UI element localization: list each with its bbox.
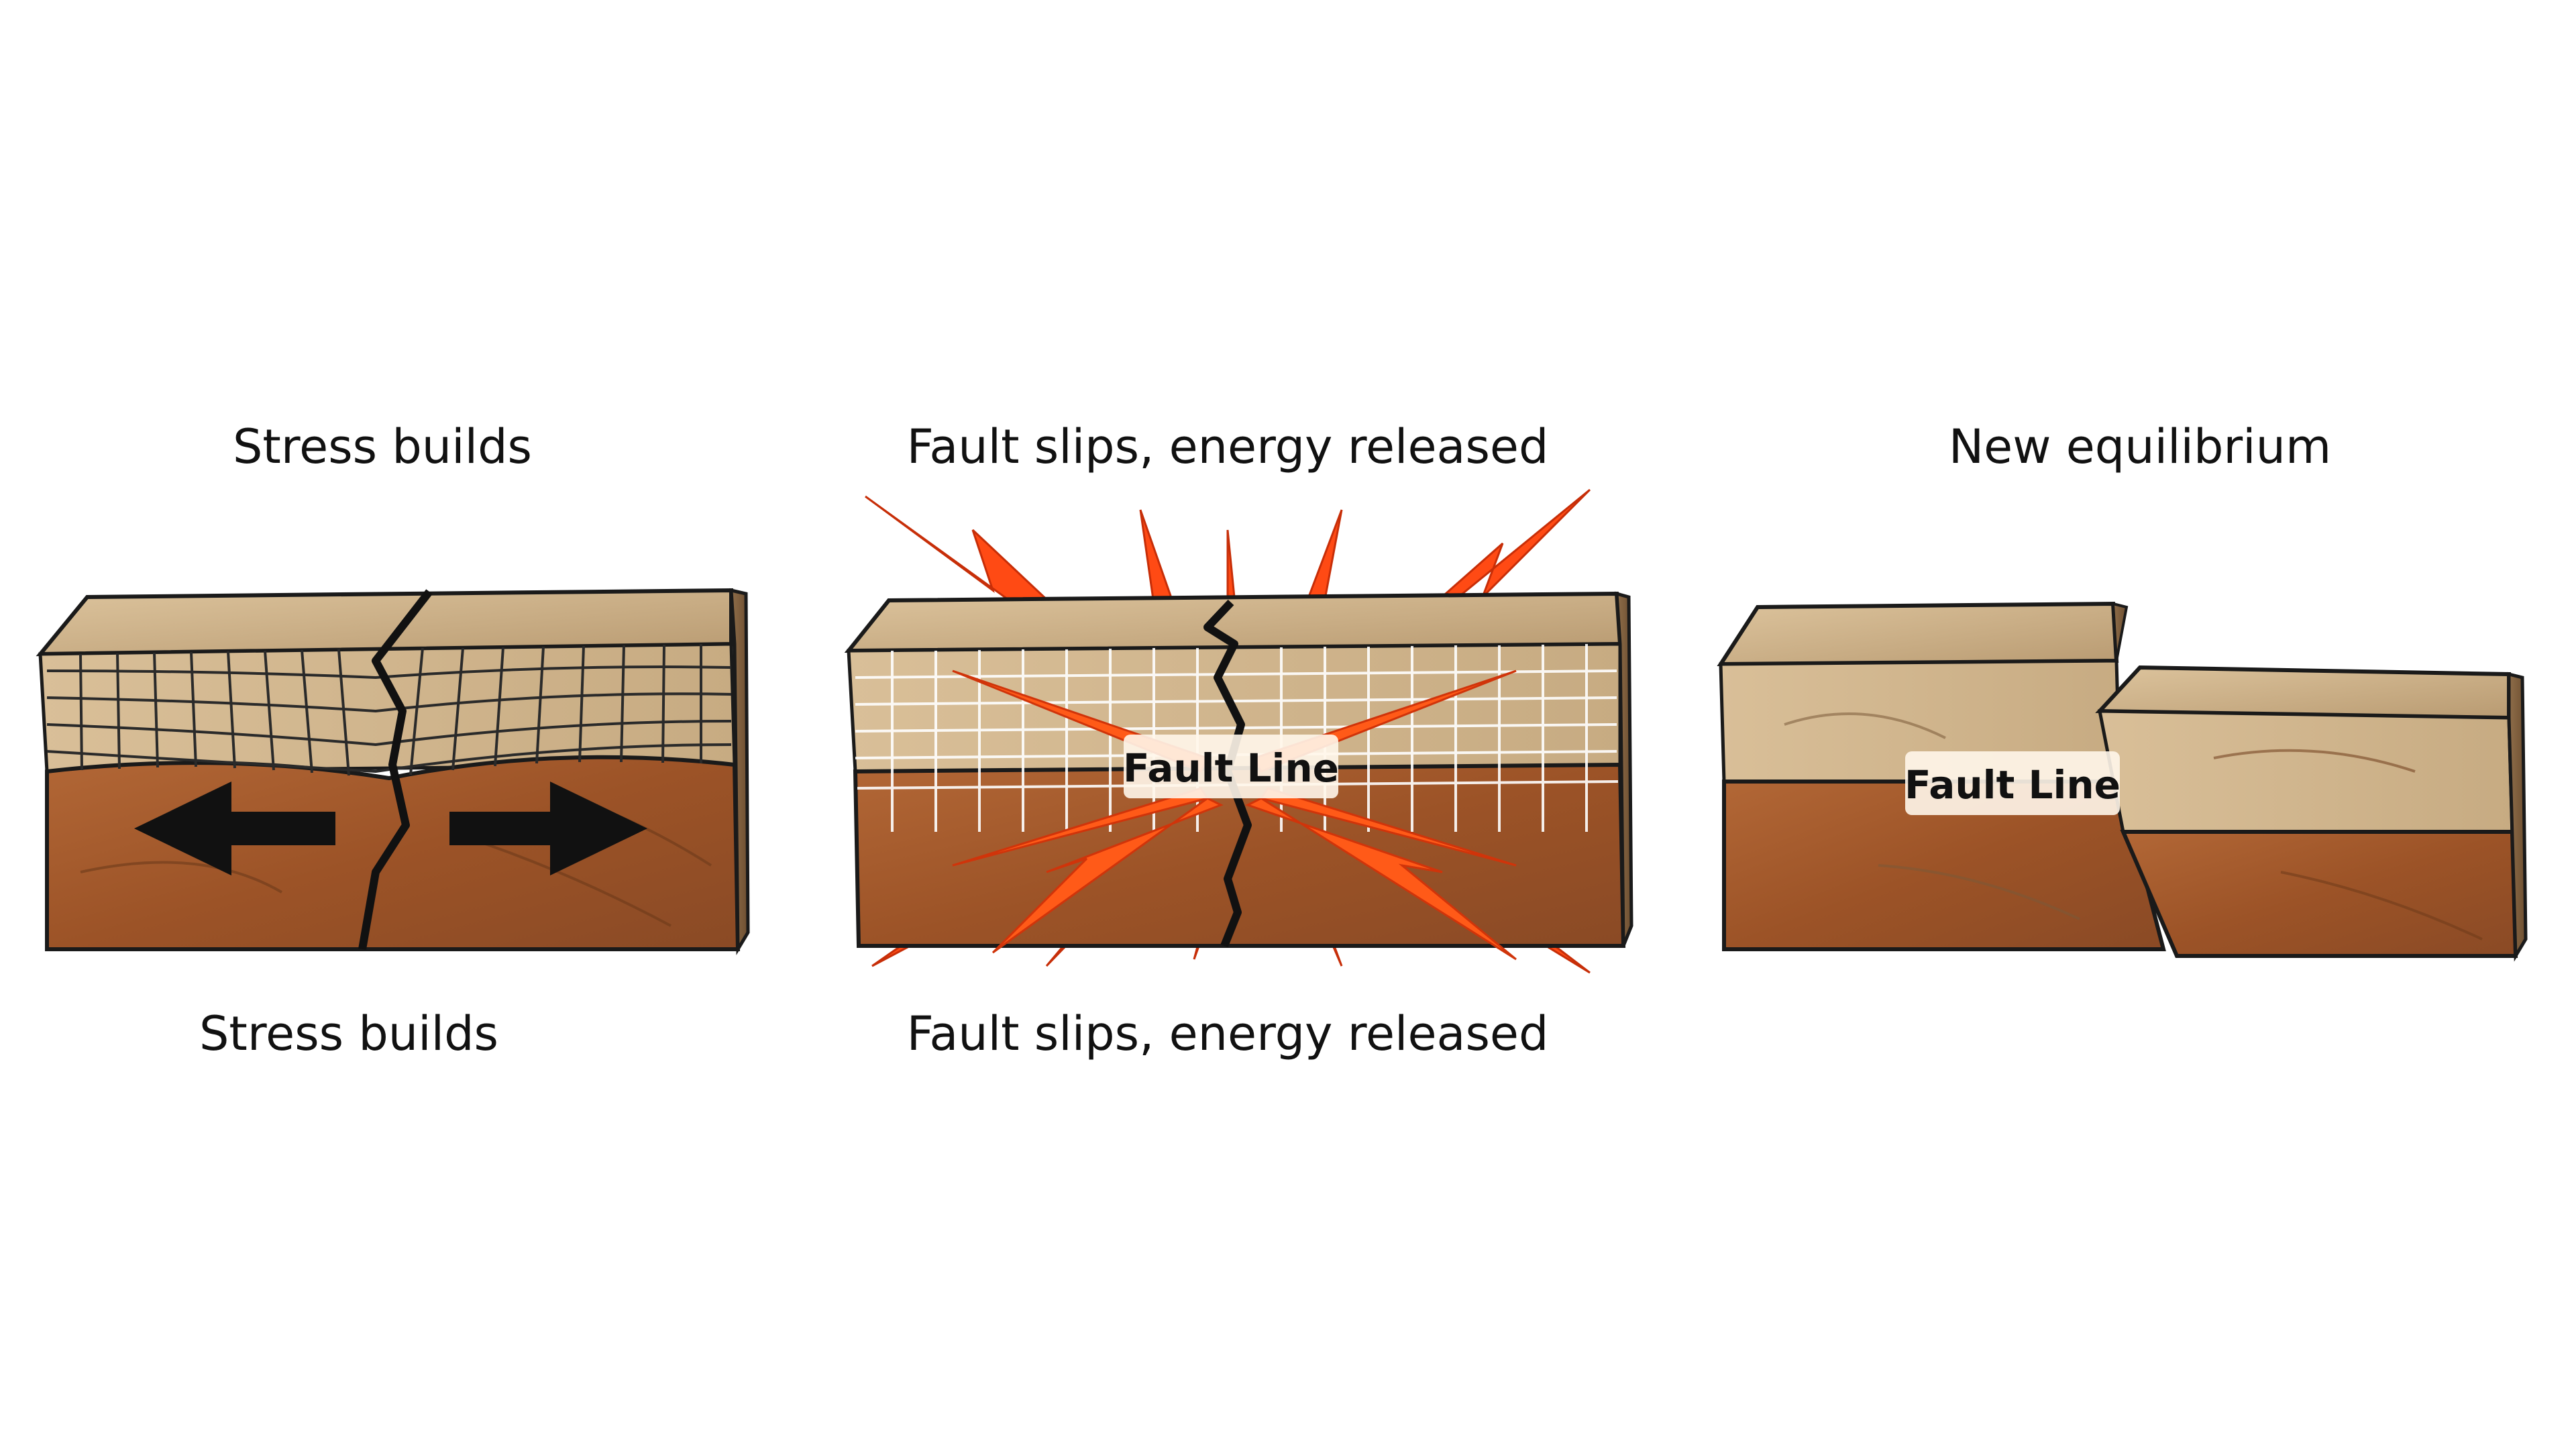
panel-slip	[844, 488, 1633, 974]
slip-caption: Fault slips, energy released	[907, 1006, 1549, 1061]
block-side-face	[729, 588, 750, 955]
equilibrium-title: New equilibrium	[1949, 419, 2331, 474]
stress-title: Stress builds	[233, 419, 532, 474]
arrow-left-icon	[134, 782, 335, 875]
block-side-face	[1615, 591, 1633, 947]
strain-grid	[46, 644, 732, 776]
arrow-right-icon	[449, 782, 647, 875]
right-block-upper-layer	[2097, 709, 2514, 834]
right-block-lower-layer	[2120, 830, 2518, 958]
fault-crack	[358, 589, 433, 951]
fault-line-label: Fault Line	[1123, 745, 1339, 791]
fault-line-tag-slip: Fault Line	[1123, 735, 1339, 798]
left-block-top	[1717, 601, 2119, 667]
stress-caption: Stress builds	[199, 1006, 498, 1061]
rock-texture	[2213, 749, 2483, 941]
upper-rock-layer	[38, 642, 737, 773]
fault-line-label: Fault Line	[1904, 762, 2121, 808]
left-block-side	[2111, 602, 2129, 661]
panel-stress	[36, 588, 750, 955]
rock-texture	[1784, 712, 2080, 920]
right-block-top	[2095, 665, 2511, 720]
panel-equilibrium	[1717, 601, 2528, 962]
slip-title: Fault slips, energy released	[907, 419, 1549, 474]
right-block-side	[2507, 672, 2528, 962]
fault-line-tag-equilibrium: Fault Line	[1904, 751, 2121, 815]
